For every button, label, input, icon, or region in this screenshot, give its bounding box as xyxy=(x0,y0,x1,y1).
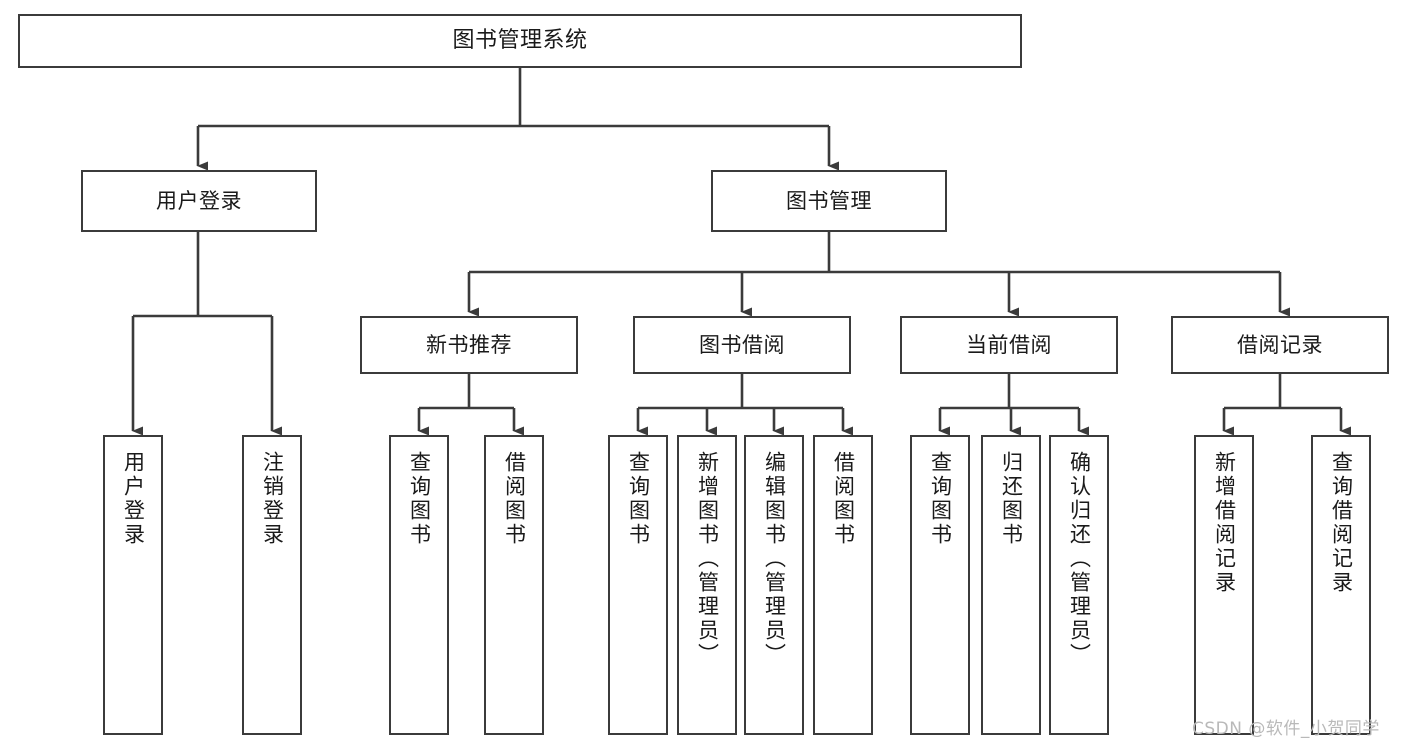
node-user-login[interactable]: 用户登录 xyxy=(81,170,317,232)
leaf-add-borrow-record-label: 新增借阅记录 xyxy=(1212,451,1237,595)
node-borrowing-record[interactable]: 借阅记录 xyxy=(1171,316,1389,374)
node-book-manage[interactable]: 图书管理 xyxy=(711,170,947,232)
leaf-query-borrow-record[interactable]: 查询借阅记录 xyxy=(1311,435,1371,735)
leaf-query-book-current-label: 查询图书 xyxy=(928,451,953,547)
leaf-return-book-label: 归还图书 xyxy=(999,451,1024,547)
leaf-borrow-book-rec-label: 借阅图书 xyxy=(502,451,527,547)
leaf-add-book-admin[interactable]: 新增图书（管理员） xyxy=(677,435,737,735)
node-borrowing-record-label: 借阅记录 xyxy=(1237,332,1323,357)
leaf-query-book-borrow[interactable]: 查询图书 xyxy=(608,435,668,735)
leaf-user-logout[interactable]: 注销登录 xyxy=(242,435,302,735)
leaf-query-book-rec[interactable]: 查询图书 xyxy=(389,435,449,735)
node-book-borrowing[interactable]: 图书借阅 xyxy=(633,316,851,374)
leaf-edit-book-admin[interactable]: 编辑图书（管理员） xyxy=(744,435,804,735)
leaf-return-book[interactable]: 归还图书 xyxy=(981,435,1041,735)
node-user-login-label: 用户登录 xyxy=(156,188,242,213)
leaf-query-book-current[interactable]: 查询图书 xyxy=(910,435,970,735)
leaf-borrow-book-borrow-label: 借阅图书 xyxy=(831,451,856,547)
leaf-add-borrow-record[interactable]: 新增借阅记录 xyxy=(1194,435,1254,735)
leaf-borrow-book-borrow[interactable]: 借阅图书 xyxy=(813,435,873,735)
node-root-label: 图书管理系统 xyxy=(452,28,588,54)
node-new-book-recommendation-label: 新书推荐 xyxy=(426,332,512,357)
node-current-borrowing-label: 当前借阅 xyxy=(966,332,1052,357)
node-book-borrowing-label: 图书借阅 xyxy=(699,332,785,357)
leaf-user-logout-label: 注销登录 xyxy=(260,451,285,547)
leaf-borrow-book-rec[interactable]: 借阅图书 xyxy=(484,435,544,735)
node-current-borrowing[interactable]: 当前借阅 xyxy=(900,316,1118,374)
leaf-add-book-admin-label: 新增图书（管理员） xyxy=(695,451,720,667)
leaf-edit-book-admin-label: 编辑图书（管理员） xyxy=(762,451,787,667)
leaf-confirm-return-admin-label: 确认归还（管理员） xyxy=(1067,451,1092,667)
leaf-user-login-label: 用户登录 xyxy=(121,451,146,547)
leaf-user-login[interactable]: 用户登录 xyxy=(103,435,163,735)
leaf-query-borrow-record-label: 查询借阅记录 xyxy=(1329,451,1354,595)
leaf-confirm-return-admin[interactable]: 确认归还（管理员） xyxy=(1049,435,1109,735)
node-book-manage-label: 图书管理 xyxy=(786,188,872,213)
leaf-query-book-rec-label: 查询图书 xyxy=(407,451,432,547)
leaf-query-book-borrow-label: 查询图书 xyxy=(626,451,651,547)
node-root[interactable]: 图书管理系统 xyxy=(18,14,1022,68)
node-new-book-recommendation[interactable]: 新书推荐 xyxy=(360,316,578,374)
